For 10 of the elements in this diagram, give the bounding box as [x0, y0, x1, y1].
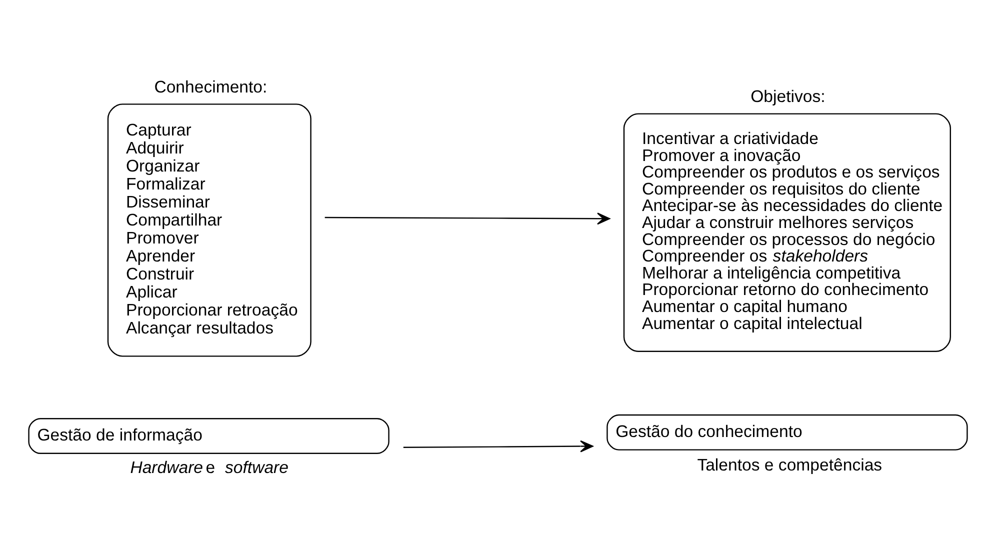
node-label: Talentos e competências — [696, 454, 882, 474]
node-box: Incentivar a criatividade Promover a inovação Compreender os produtos e os serviços Compreender os requisitos do cliente Antecipar-se às necessidades do cliente Ajudar a construir melhores serviços Compreender os processos do negócio Compreender os stakeholders Melhorar a inteligência competitiva Proporcionar retorno do conhecimento Aumentar o capital humano Aumentar o capital intelectual — [622, 112, 950, 352]
node-label: Conhecimento: — [154, 76, 267, 96]
node-label: Hardware e software — [130, 457, 288, 476]
node-box: Gestão de informação — [28, 418, 389, 454]
node-box: Capturar Adquirir Organizar Formalizar Disseminar Compartilhar Promover Aprender Construir Aplicar Proporcionar retroação Alcançar resultados — [106, 103, 311, 356]
arrow — [402, 440, 593, 452]
node-label: Objetivos: — [750, 86, 825, 106]
node-box: Gestão do conhecimento — [606, 414, 968, 450]
arrow — [324, 212, 610, 224]
